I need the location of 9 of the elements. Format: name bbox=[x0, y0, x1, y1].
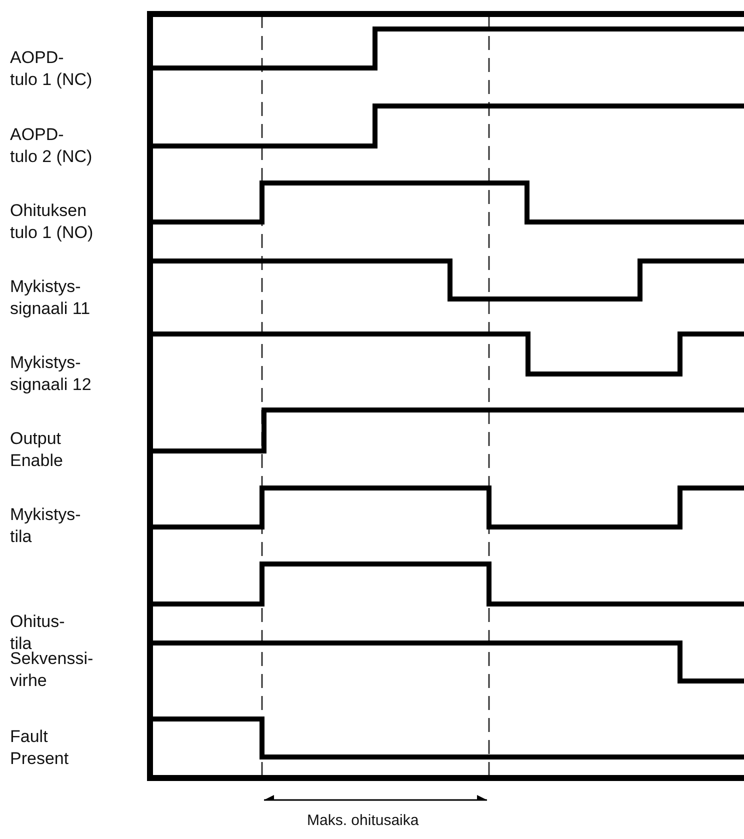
signal-label: Ohituksen tulo 1 (NO) bbox=[10, 200, 94, 244]
signal-label: Mykistys- tila bbox=[10, 504, 81, 548]
signal-label: Mykistys- signaali 11 bbox=[10, 276, 90, 320]
signal-label: AOPD- tulo 1 (NC) bbox=[10, 47, 92, 91]
signal-label: AOPD- tulo 2 (NC) bbox=[10, 124, 92, 168]
signal-label: Mykistys- signaali 12 bbox=[10, 352, 92, 396]
signal-label: Output Enable bbox=[10, 428, 63, 472]
signal-label: Fault Present bbox=[10, 726, 69, 770]
dimension-label: Maks. ohitusaika bbox=[307, 811, 419, 831]
